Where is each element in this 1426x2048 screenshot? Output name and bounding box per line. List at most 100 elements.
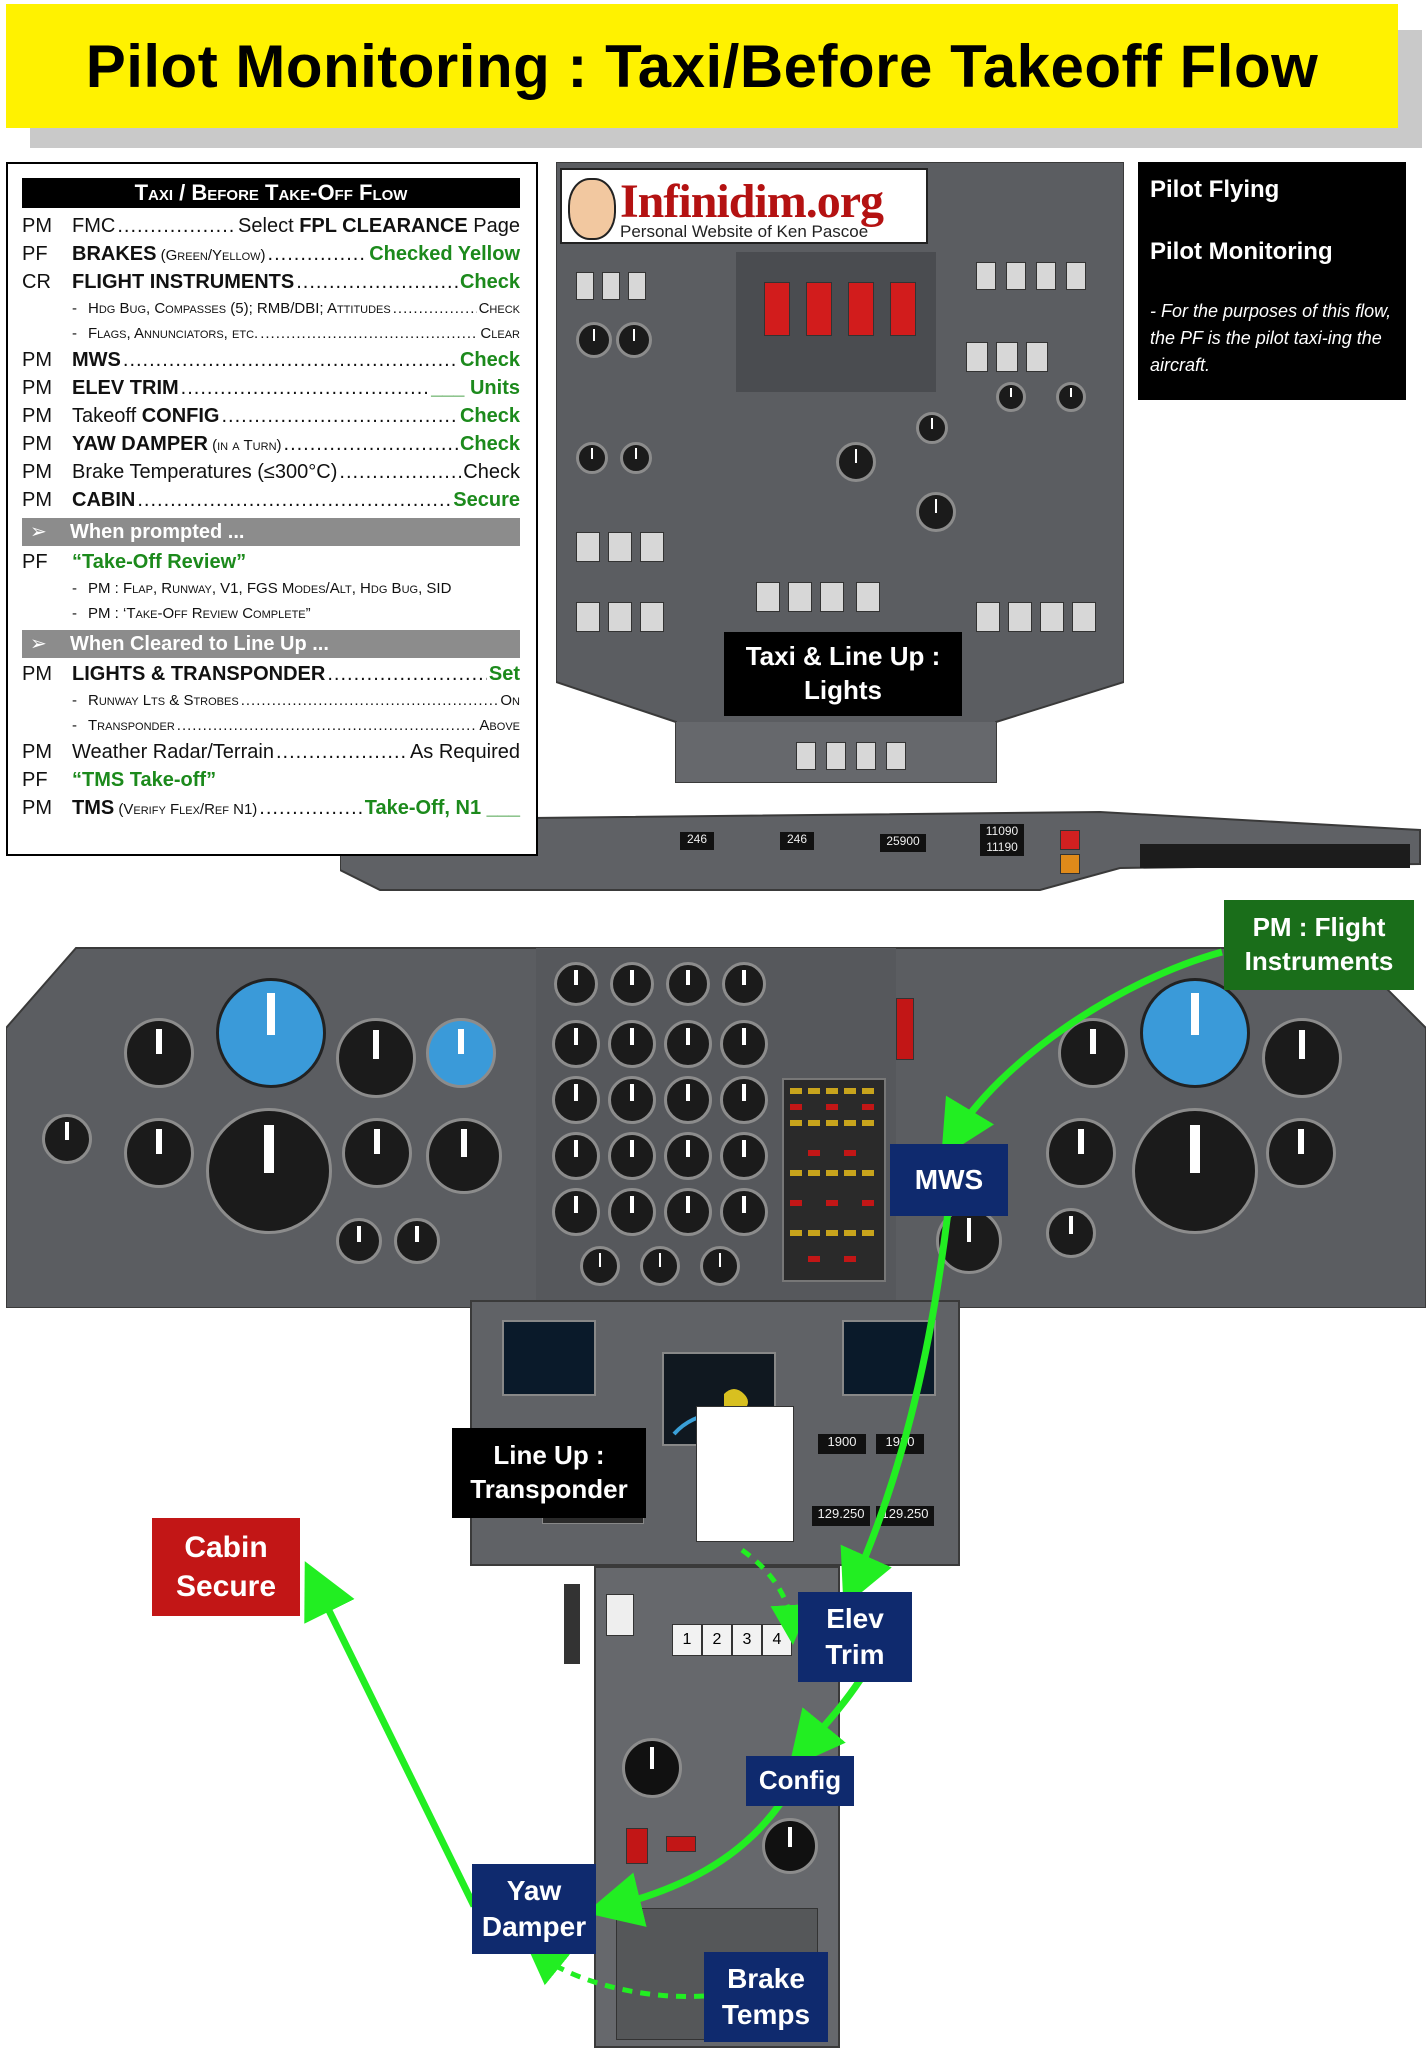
overhead-switch[interactable] xyxy=(1006,262,1026,290)
fo-altimeter xyxy=(1262,1018,1342,1098)
pitch-trim-wheel[interactable] xyxy=(564,1584,580,1664)
fire-handle-3[interactable] xyxy=(848,282,874,336)
overhead-switch[interactable] xyxy=(1066,262,1086,290)
thrust-lever[interactable]: 2 xyxy=(702,1624,732,1656)
radar-altimeter xyxy=(426,1118,502,1194)
captain-hsi xyxy=(206,1108,332,1234)
engine-fuel-lever[interactable] xyxy=(666,1836,696,1852)
overhead-switch[interactable] xyxy=(856,582,880,612)
checklist-subitem: -TransponderAbove xyxy=(22,713,520,738)
n2-gauge xyxy=(720,1132,768,1180)
left-fmc-screen xyxy=(502,1320,596,1396)
checklist-title: Taxi / Before Take-Off Flow xyxy=(22,178,520,208)
checklist-subitem: -PM : Flap, Runway, V1, FGS Modes/Alt, H… xyxy=(72,580,452,597)
glareshield-panel: 246 246 25900 11090 11190 xyxy=(340,800,1426,900)
title-banner: Pilot Monitoring : Taxi/Before Takeoff F… xyxy=(6,4,1398,128)
baro-readout: 11090 xyxy=(980,824,1024,840)
itt-gauge xyxy=(608,1076,656,1124)
airspeed-indicator xyxy=(124,1018,194,1088)
glareshield-readout: 246 xyxy=(680,832,714,850)
overhead-switch[interactable] xyxy=(1036,262,1056,290)
checklist-row-brake-temps: PM Brake Temperatures (≤300°C) Check xyxy=(22,458,520,486)
overhead-switch[interactable] xyxy=(996,342,1018,372)
n2-gauge xyxy=(608,1132,656,1180)
fire-handle-1[interactable] xyxy=(764,282,790,336)
overhead-switch[interactable] xyxy=(1072,602,1096,632)
arrow-right-icon: ➢ xyxy=(30,521,47,543)
overhead-switch[interactable] xyxy=(1040,602,1064,632)
checklist-subitem: -PM : ‘Take-Off Review Complete” xyxy=(72,605,311,622)
overhead-switch[interactable] xyxy=(788,582,812,612)
overhead-gauge xyxy=(576,442,608,474)
overhead-switch[interactable] xyxy=(976,602,1000,632)
parking-brake-handle[interactable] xyxy=(606,1594,634,1636)
label-pm-flight-instruments: PM : Flight Instruments xyxy=(1224,900,1414,990)
landing-gear-lever[interactable] xyxy=(896,998,914,1060)
thrust-lever[interactable]: 3 xyxy=(732,1624,762,1656)
lights-switch[interactable] xyxy=(886,742,906,770)
overhead-gauge xyxy=(996,382,1026,412)
engine-gauge xyxy=(610,962,654,1006)
overhead-switch[interactable] xyxy=(576,272,594,300)
overhead-switch[interactable] xyxy=(628,272,646,300)
itt-gauge xyxy=(664,1076,712,1124)
legend-note: - For the purposes of this flow, the PF … xyxy=(1150,301,1392,375)
checklist-card: Taxi / Before Take-Off Flow PM FMC Selec… xyxy=(6,162,538,856)
overhead-switch[interactable] xyxy=(1008,602,1032,632)
overhead-switch[interactable] xyxy=(756,582,780,612)
label-brake-temps: Brake Temps xyxy=(704,1952,828,2042)
label-line-up-transponder: Line Up : Transponder xyxy=(452,1428,646,1518)
thrust-lever[interactable]: 1 xyxy=(672,1624,702,1656)
engine-gauge xyxy=(666,962,710,1006)
lights-switch[interactable] xyxy=(796,742,816,770)
vsi-gauge xyxy=(342,1118,412,1188)
checklist-row-elev-trim: PM ELEV TRIM ___ Units xyxy=(22,374,520,402)
n1-gauge xyxy=(664,1020,712,1068)
checklist-section-line-up: ➢When Cleared to Line Up ... xyxy=(22,630,520,658)
overhead-switch[interactable] xyxy=(608,532,632,562)
overhead-switch[interactable] xyxy=(602,272,620,300)
checklist-subitem: -Runway Lts & StrobesOn xyxy=(22,688,520,713)
overhead-switch[interactable] xyxy=(640,602,664,632)
itt-gauge xyxy=(720,1076,768,1124)
comm-frequency-readout: 129.250 xyxy=(812,1506,870,1526)
checklist-row-lights-transponder: PM LIGHTS & TRANSPONDER Set xyxy=(22,660,520,688)
checklist-row-brakes: PF BRAKES (Green/Yellow) Checked Yellow xyxy=(22,240,520,268)
clock xyxy=(42,1114,92,1164)
legend-panel: Pilot Flying Pilot Monitoring - For the … xyxy=(1138,162,1406,400)
label-config: Config xyxy=(746,1756,854,1806)
overhead-switch[interactable] xyxy=(966,342,988,372)
checklist-row-takeoff-review: PF “Take-Off Review” xyxy=(22,551,247,573)
overhead-gauge xyxy=(836,442,876,482)
checklist-row-weather-radar: PM Weather Radar/Terrain As Required xyxy=(22,738,520,766)
fire-handle-2[interactable] xyxy=(806,282,832,336)
overhead-switch[interactable] xyxy=(576,532,600,562)
flap-lever-knob[interactable] xyxy=(622,1738,682,1798)
overhead-switch[interactable] xyxy=(976,262,996,290)
overhead-switch[interactable] xyxy=(640,532,664,562)
engine-fuel-lever[interactable] xyxy=(626,1828,648,1864)
overhead-switch[interactable] xyxy=(1026,342,1048,372)
overhead-switch[interactable] xyxy=(576,602,600,632)
master-warning-light[interactable] xyxy=(1060,830,1080,850)
n2-gauge xyxy=(552,1132,600,1180)
n1-gauge xyxy=(552,1020,600,1068)
overhead-switch[interactable] xyxy=(608,602,632,632)
speedbrake-knob[interactable] xyxy=(762,1818,818,1874)
main-instrument-panel xyxy=(6,918,1426,1308)
legend-pilot-flying: Pilot Flying xyxy=(1150,176,1280,203)
altitude-select-readout: 25900 xyxy=(880,834,926,852)
legend-pilot-monitoring: Pilot Monitoring xyxy=(1150,238,1333,265)
overhead-gauge xyxy=(620,442,652,474)
lights-switch[interactable] xyxy=(826,742,846,770)
itt-gauge xyxy=(552,1076,600,1124)
n1-gauge xyxy=(720,1020,768,1068)
checklist-row-fmc: PM FMC Select FPL CLEARANCE Page xyxy=(22,212,520,240)
label-taxi-line-up-lights: Taxi & Line Up : Lights xyxy=(724,632,962,716)
overhead-switch[interactable] xyxy=(820,582,844,612)
arrow-right-icon: ➢ xyxy=(30,633,47,655)
master-caution-light[interactable] xyxy=(1060,854,1080,874)
checklist-subitem: -Flags, Annunciators, etc.Clear xyxy=(22,321,520,346)
fire-handle-4[interactable] xyxy=(890,282,916,336)
lights-switch[interactable] xyxy=(856,742,876,770)
